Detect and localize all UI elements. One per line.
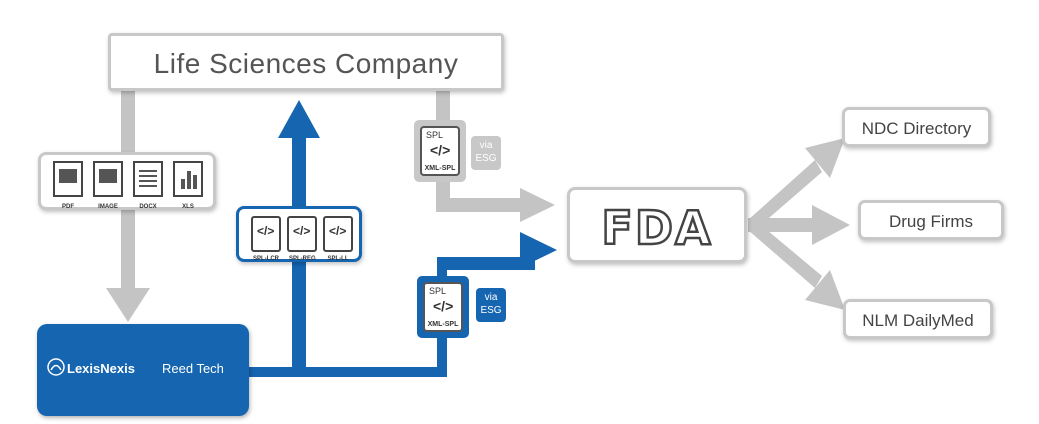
fda-logo: FDA <box>600 200 712 257</box>
ndc-directory-node: NDC Directory <box>842 107 991 147</box>
lexisnexis-reedtech-node: LexisNexis Reed Tech <box>37 324 249 416</box>
docx-doc-icon: DOCX <box>133 161 163 210</box>
via-esg-bottom: via ESG <box>476 288 506 322</box>
xls-doc-icon: XLS <box>173 161 203 210</box>
lexisnexis-logo-icon <box>47 358 65 376</box>
arrowhead-ndc <box>805 138 845 178</box>
arrow-company-spl <box>436 90 450 120</box>
arrowhead-fda-gray <box>520 188 555 222</box>
company-label: Life Sciences Company <box>153 48 459 79</box>
spl-types-box: </>SPL-LCR </>SPL-REG </>SPL-LL <box>236 206 362 262</box>
formats-box: PDF IMAGE DOCX XLS <box>38 152 216 210</box>
reedtech-label: Reed Tech <box>162 361 224 376</box>
fda-node: FDA <box>567 187 747 263</box>
arrowhead-to-lexis <box>106 288 150 322</box>
via-esg-top: via ESG <box>471 136 501 170</box>
lexisnexis-label: LexisNexis <box>67 361 135 376</box>
spl-reg-icon: </>SPL-REG <box>287 216 317 262</box>
spl-submission-top: SPL </> XML-SPL <box>414 120 466 182</box>
spl-submission-bottom: SPL </> XML-SPL <box>417 276 469 338</box>
spl-ll-icon: </>SPL-LL <box>323 216 353 262</box>
arrowhead-drug <box>812 205 850 245</box>
company-node: Life Sciences Company <box>108 33 504 91</box>
drug-firms-node: Drug Firms <box>858 200 1004 240</box>
nlm-dailymed-node: NLM DailyMed <box>843 299 993 339</box>
arrow-company-down <box>121 90 135 154</box>
arrow-spl-fda <box>436 175 525 212</box>
xml-spl-icon: SPL </> XML-SPL <box>423 282 463 332</box>
svg-text:FDA: FDA <box>601 201 712 255</box>
pdf-doc-icon: PDF <box>53 161 83 210</box>
spl-lcr-icon: </>SPL-LCR <box>251 216 281 262</box>
arrowhead-company-blue <box>278 100 320 138</box>
xml-spl-icon: SPL </> XML-SPL <box>420 126 460 176</box>
arrowhead-nlm <box>805 270 845 310</box>
image-doc-icon: IMAGE <box>93 161 123 210</box>
arrow-formats-down <box>121 210 135 290</box>
arrowhead-fda-blue <box>520 232 557 268</box>
